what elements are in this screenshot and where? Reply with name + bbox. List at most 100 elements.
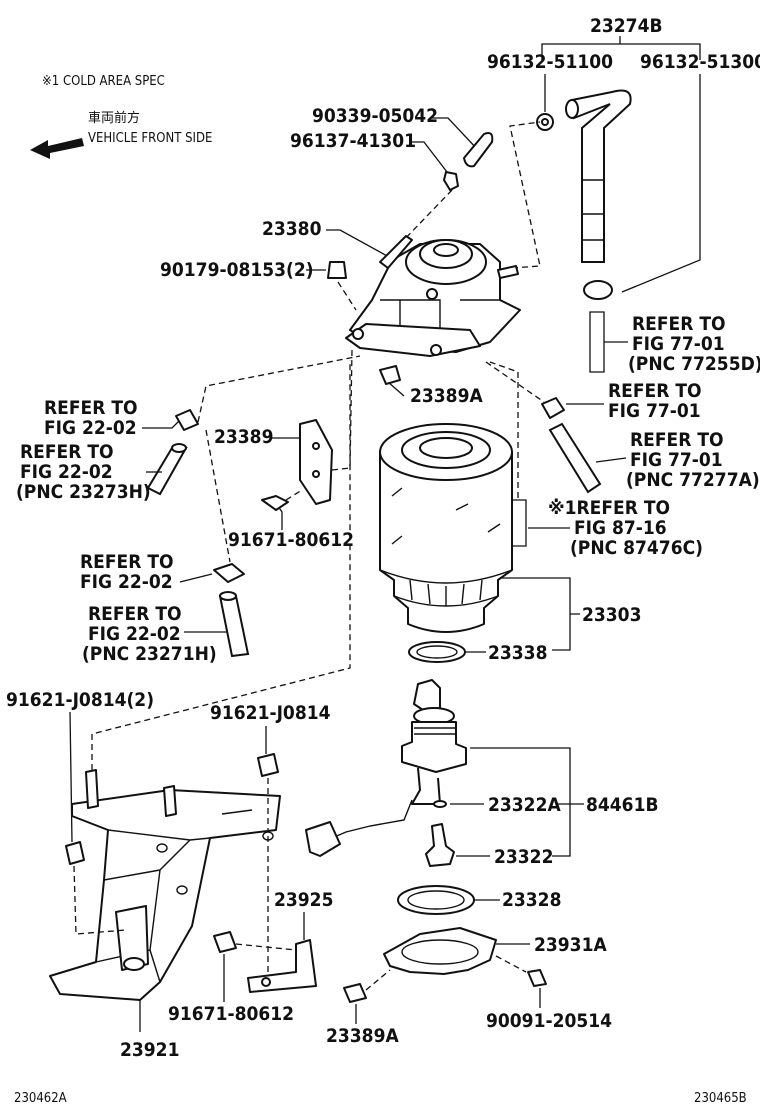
cold-area-note: ※1 COLD AREA SPEC [42, 74, 165, 89]
dash-cap-to-pump [399, 189, 453, 245]
leader-23380 [326, 229, 399, 263]
label-23931A: 23931A [534, 934, 607, 956]
leader-r3 [595, 457, 627, 463]
leader-91621-left [69, 711, 73, 843]
label-23274B: 23274B [590, 15, 663, 37]
stud-left [85, 769, 99, 809]
leader-90339-05042 [432, 117, 479, 151]
oring-23338-inner [416, 645, 458, 659]
label-23925: 23925 [274, 889, 333, 911]
ref-r3-a: REFER TO [630, 429, 724, 451]
label-91621-mid: 91621-J0814 [210, 702, 331, 724]
bolt-91671-top [261, 495, 289, 511]
dash-bracket-to-head [331, 349, 353, 471]
dash-bolt-to-bracket [285, 489, 303, 501]
hose-77277A [548, 422, 602, 494]
ref-r8-a: REFER TO [88, 603, 182, 625]
ring-23328 [397, 885, 475, 915]
ring-23328-inner [407, 890, 465, 910]
bolt-91621-mid [257, 753, 279, 777]
ref-r1-c: (PNC 77255D) [628, 353, 760, 375]
dash-head-to-r2 [485, 361, 545, 403]
oring-23322A [433, 800, 447, 808]
bolt-91671-bottom [213, 931, 237, 953]
cap-90339-05042 [463, 132, 494, 168]
bracket-23274B [541, 36, 701, 60]
label-23338: 23338 [488, 642, 547, 664]
label-23389A-bottom: 23389A [326, 1025, 399, 1047]
leader-96132-51300 [621, 74, 701, 293]
ref-r6-a: REFER TO [20, 441, 114, 463]
clip-23389A-bottom [343, 983, 367, 1003]
ref-r6-b: FIG 22-02 [20, 461, 113, 483]
label-96132-51100: 96132-51100 [487, 51, 613, 73]
bracket-hole-1 [312, 442, 320, 450]
clip-r7 [213, 563, 245, 583]
bracket-23389 [299, 419, 333, 505]
stud-right [163, 785, 177, 817]
front-side-note-en: VEHICLE FRONT SIDE [88, 131, 212, 146]
bracket-23925 [247, 939, 317, 993]
base-bracket-23921 [49, 789, 281, 1001]
sensor-connector [305, 821, 341, 857]
dash-head-to-87476C [489, 361, 519, 498]
ref-r4-c: (PNC 87476C) [570, 537, 703, 559]
label-91621-left: 91621-J0814(2) [6, 689, 154, 711]
ref-r3-b: FIG 77-01 [630, 449, 723, 471]
ref-r5-a: REFER TO [44, 397, 138, 419]
label-91671-top: 91671-80612 [228, 529, 354, 551]
label-23389: 23389 [214, 426, 273, 448]
ref-r2-b: FIG 77-01 [608, 400, 701, 422]
clip-23389A-top [379, 365, 401, 385]
dash-clip-to-bracket [365, 969, 391, 991]
bolt-91621-left [65, 841, 85, 865]
screw-90091 [527, 969, 547, 987]
leader-23389A-top [387, 381, 405, 397]
bracket-23931A-inner [401, 939, 479, 965]
leader-23303 [500, 577, 580, 651]
hose-23274B [570, 89, 632, 263]
figure-code-left: 230462A [14, 1091, 67, 1106]
clip-r5 [175, 409, 199, 431]
ref-r3-c: (PNC 77277A) [626, 469, 760, 491]
hose-end [565, 99, 579, 119]
hose-bands [582, 179, 604, 241]
drain-plug-23322 [425, 823, 455, 867]
leader-91671-top [277, 505, 283, 530]
label-90091-20514: 90091-20514 [486, 1010, 612, 1032]
ref-r6-c: (PNC 23273H) [16, 481, 151, 503]
label-23328: 23328 [502, 889, 561, 911]
clip-96132-51300 [583, 280, 613, 300]
figure-code-right: 230465B [694, 1091, 747, 1106]
bracket-23925-hole [261, 977, 271, 987]
ref-r7-b: FIG 22-02 [80, 571, 173, 593]
nut-90179 [327, 261, 347, 279]
ref-r8-c: (PNC 23271H) [82, 643, 217, 665]
ref-r7-a: REFER TO [80, 551, 174, 573]
hose-23271H-end [219, 591, 237, 601]
filter-element-23303 [379, 423, 513, 633]
label-23322A: 23322A [488, 794, 561, 816]
label-23921: 23921 [120, 1039, 179, 1061]
label-91671-bottom: 91671-80612 [168, 1003, 294, 1025]
dash-nut-to-head [337, 281, 357, 311]
hose-23271H [218, 595, 250, 658]
front-side-note-jp: 車両前方 [88, 110, 140, 126]
clip-hole [541, 118, 549, 126]
ref-r1-b: FIG 77-01 [632, 333, 725, 355]
label-23389A-top: 23389A [410, 385, 483, 407]
dash-screw-to-bracket [495, 955, 527, 973]
dash-r5-to-r7 [205, 429, 231, 563]
ref-r5-b: FIG 22-02 [44, 417, 137, 439]
leader-r7 [179, 573, 213, 583]
leader-96137-41301 [410, 141, 448, 173]
dash-91621-left [73, 360, 351, 935]
front-arrow-icon [30, 138, 84, 159]
ref-r2-a: REFER TO [608, 380, 702, 402]
leader-84461B [470, 747, 584, 857]
ref-r4-b: FIG 87-16 [574, 517, 667, 539]
label-90179-08153: 90179-08153(2) [160, 259, 314, 281]
tube-77255D [589, 311, 605, 373]
